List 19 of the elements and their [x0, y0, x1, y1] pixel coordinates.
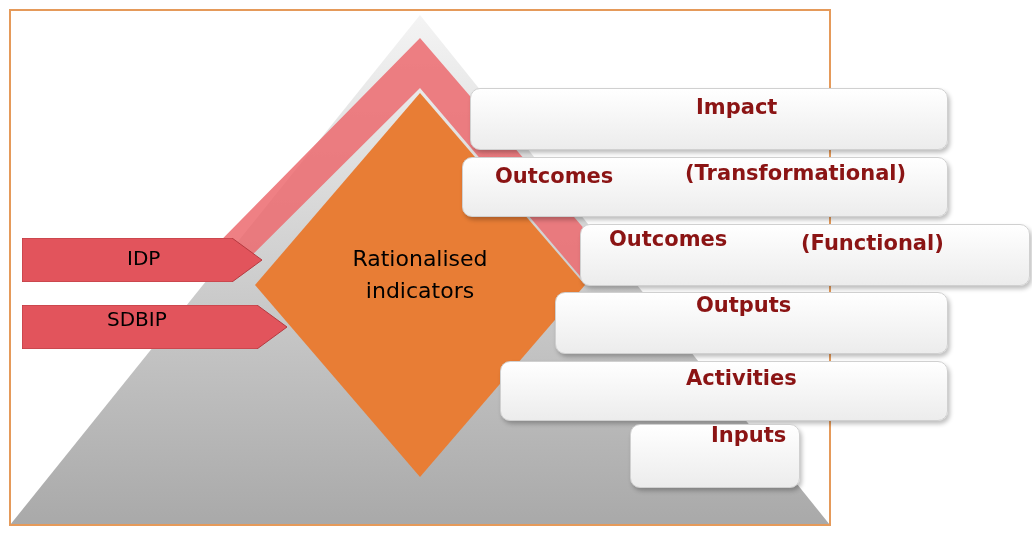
- level-band: [555, 292, 948, 354]
- level-label: (Transformational): [685, 161, 907, 185]
- arrow-shape: [22, 238, 262, 282]
- level-label: Outputs: [696, 293, 792, 317]
- arrow-shape: [22, 305, 287, 349]
- arrow-label: SDBIP: [107, 307, 167, 331]
- level-label: Inputs: [711, 423, 787, 447]
- level-band: [580, 224, 1030, 286]
- diamond-label: Rationalised indicators: [351, 245, 489, 305]
- level-band: [630, 424, 800, 488]
- level-label: Outcomes: [609, 227, 728, 251]
- arrow-label: IDP: [127, 246, 161, 270]
- level-label: Impact: [696, 95, 778, 119]
- level-band: [470, 88, 948, 150]
- level-band: [462, 157, 948, 217]
- level-label: Outcomes: [495, 164, 614, 188]
- level-band: [500, 361, 948, 421]
- level-label: (Functional): [801, 231, 944, 255]
- level-label: Activities: [686, 366, 797, 390]
